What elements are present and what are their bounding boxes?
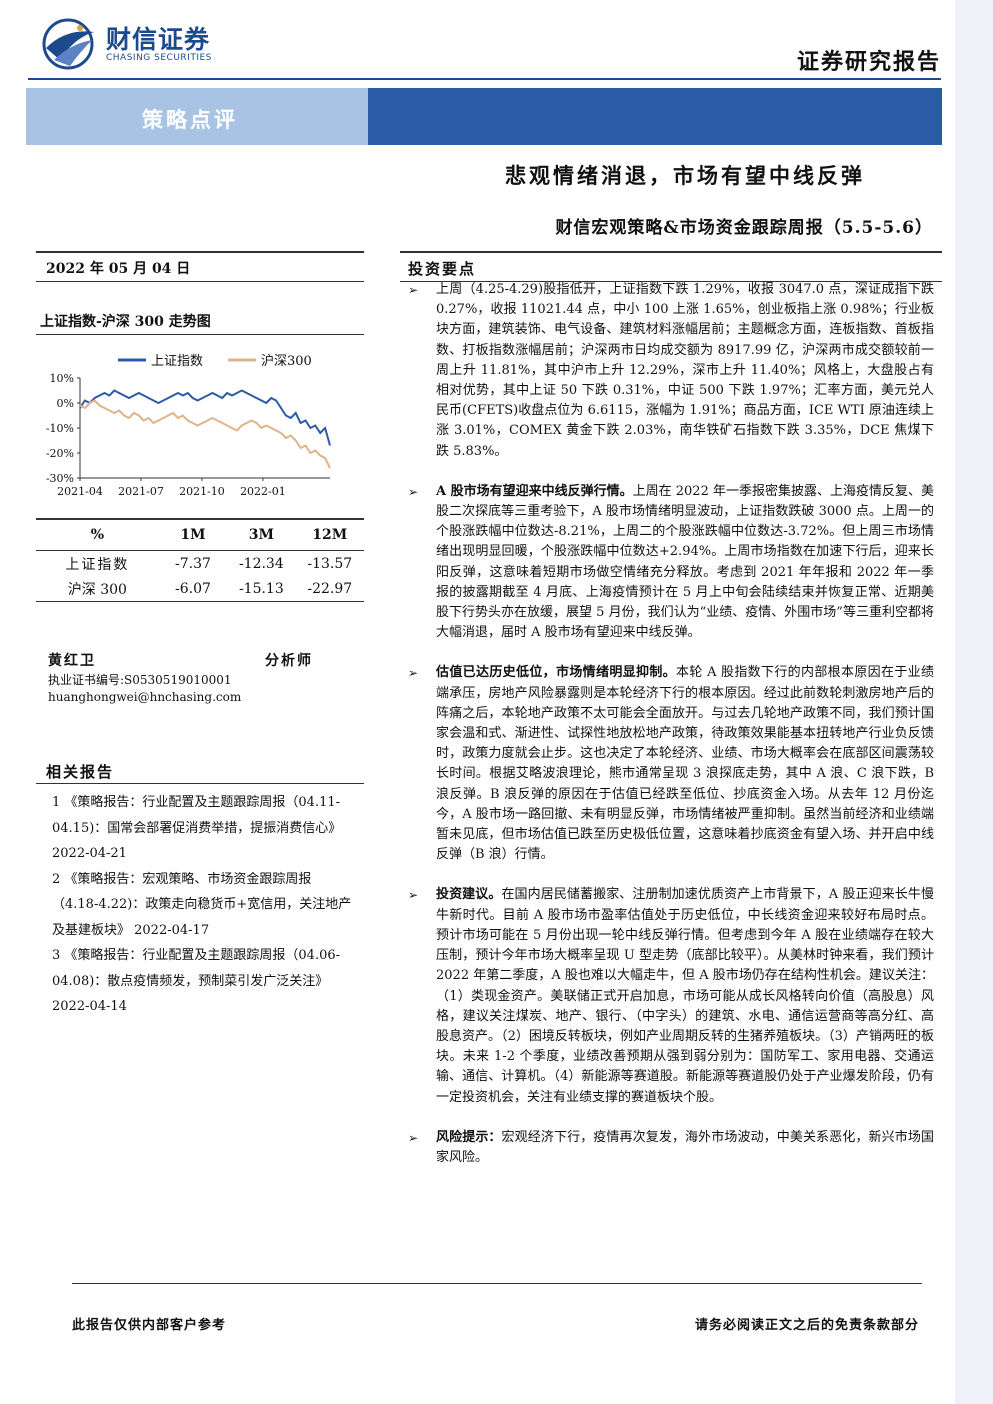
key-point-text: 在国内居民储蓄搬家、注册制加速优质资产上市背景下，A 股正迎来长牛慢牛新时代。目… [436,887,934,1105]
y-tick-label: -20% [46,447,74,460]
cell-3m: -15.13 [227,576,296,602]
logo-mark-icon [42,18,94,70]
arrow-bullet-icon: ➢ [408,283,419,297]
arrow-bullet-icon: ➢ [408,888,419,903]
y-tick-label: -30% [46,472,74,485]
row-label: 上证指数 [65,556,130,573]
x-tick-label: 2021-04 [57,485,103,498]
series-line-shanghai [79,389,331,446]
series-line-hs300 [79,399,331,469]
col-header: 1M [158,518,228,551]
y-tick-label: 0% [57,397,74,410]
date-box: 2022 年 05 月 04 日 [36,251,364,282]
key-point-text: 宏观经济下行，疫情再次复发，海外市场波动，中美关系恶化，新兴市场国家风险。 [436,1129,934,1165]
table-row: 上证指数 -7.37 -12.34 -13.57 [36,551,364,577]
report-title: 悲观情绪消退，市场有望中线反弹 [505,163,865,188]
key-point-valuation: ➢ 估值已达历史低位，市场情绪明显抑制。本轮 A 股指数下行的内部根本原因在于业… [404,663,934,865]
page-side-strip [955,0,993,1404]
arrow-bullet-icon: ➢ [408,666,419,681]
brand-name-en: CHASING SECURITIES [106,53,212,63]
brand-logo: 财信证券 CHASING SECURITIES [40,14,230,70]
key-point-lead: 风险提示： [436,1129,502,1145]
header-divider [28,78,941,80]
key-point-lead: 投资建议。 [436,887,502,903]
legend-label: 沪深300 [261,353,312,369]
banner-label: 策略点评 [142,107,238,132]
key-points-title: 投资要点 [408,260,477,278]
analyst-cert-number: 执业证书编号:S0530519010001 [48,673,232,687]
footer-disclaimer: 请务必阅读正文之后的免责条款部分 [694,1318,919,1333]
row-label: 沪深 300 [36,576,159,602]
key-point-lead: 估值已达历史低位，市场情绪明显抑制。 [436,665,676,681]
col-header: 12M [295,518,364,551]
banner-left-block: 策略点评 [26,88,368,145]
banner-right-block [368,88,942,145]
analyst-name: 黄红卫 [48,653,96,669]
cell-12m: -22.97 [295,576,364,602]
related-reports-divider [36,783,364,784]
index-trend-chart: 10% 0% -10% -20% -30%2021-04 2021-07 2021-10 20… [36,342,366,512]
cell-12m: -13.57 [307,555,353,572]
key-point-text: 上周在 2022 年一季报密集披露、上海疫情反复、美股二次探底等三重考验下，A … [436,483,934,641]
arrow-bullet-icon: ➢ [408,484,419,499]
y-tick-label: 10% [50,372,74,385]
x-tick-label: 2021-10 [179,485,225,498]
key-point-text: 本轮 A 股指数下行的内部根本原因在于业绩端承压，房地产风险暴露则是本轮经济下行… [436,665,934,863]
list-item: 3 《策略报告：行业配置及主题跟踪周报（04.06-04.08)：散点疫情频发，… [52,948,341,1014]
chart-title-divider [36,334,364,335]
col-header: 3M [227,518,296,551]
key-point-lead: A 股市场有望迎来中线反弹行情。 [436,483,633,499]
key-point-risk: ➢ 风险提示：宏观经济下行，疫情再次复发，海外市场波动，中美关系恶化，新兴市场国… [404,1128,934,1168]
table-header-row: % 1M 3M 12M [36,518,364,551]
legend-label: 上证指数 [151,354,203,369]
report-subtitle: 财信宏观策略&市场资金跟踪周报（5.5-5.6） [555,218,933,238]
arrow-bullet-icon: ➢ [408,1130,419,1145]
report-banner: 策略点评 [26,88,942,145]
doc-type: 证券研究报告 [796,49,941,75]
list-item: 2 《策略报告：宏观策略、市场资金跟踪周报（4.18-4.22)：政策走向稳货币… [52,871,352,938]
cell-1m: -6.07 [158,576,228,602]
analyst-role: 分析师 [265,653,313,669]
footer-divider [72,1283,922,1284]
related-reports-title: 相关报告 [46,763,115,781]
key-point-market-review: ➢ 上周（4.25-4.29)股指低开，上证指数下跌 1.29%，收报 3047… [404,280,934,462]
key-point-investment-advice: ➢ 投资建议。在国内居民储蓄搬家、注册制加速优质资产上市背景下，A 股正迎来长牛… [404,885,934,1107]
footer-notice: 此报告仅供内部客户参考 [72,1318,227,1333]
report-date: 2022 年 05 月 04 日 [46,261,191,277]
chart-svg: 10% 0% -10% -20% -30%2021-04 2021-07 2021-10 20… [46,353,331,498]
table-row: 沪深 300 -6.07 -15.13 -22.97 [36,576,364,602]
brand-name-cn: 财信证券 [106,25,211,54]
key-points-list: ➢ 上周（4.25-4.29)股指低开，上证指数下跌 1.29%，收报 3047… [404,280,934,1188]
chart-title: 上证指数-沪深 300 走势图 [40,314,211,330]
analyst-email: huanghongwei@hnchasing.com [48,690,242,704]
list-item: 1 《策略报告：行业配置及主题跟踪周报（04.11-04.15)：国常会部署促消… [52,795,342,861]
key-point-rebound: ➢ A 股市场有望迎来中线反弹行情。上周在 2022 年一季报密集披露、上海疫情… [404,482,934,644]
col-header: % [36,518,159,551]
cell-1m: -7.37 [174,555,211,572]
x-tick-label: 2021-07 [118,485,164,498]
cell-3m: -12.34 [238,555,284,572]
performance-table: % 1M 3M 12M 上证指数 -7.37 -12.34 -13.57 沪深 … [36,518,364,602]
key-point-text: 上周（4.25-4.29)股指低开，上证指数下跌 1.29%，收报 3047.0… [436,282,934,459]
x-tick-label: 2022-01 [240,485,286,498]
key-points-header: 投资要点 [400,251,942,282]
related-reports-list: 1 《策略报告：行业配置及主题跟踪周报（04.11-04.15)：国常会部署促消… [52,790,354,1020]
y-tick-label: -10% [46,422,74,435]
